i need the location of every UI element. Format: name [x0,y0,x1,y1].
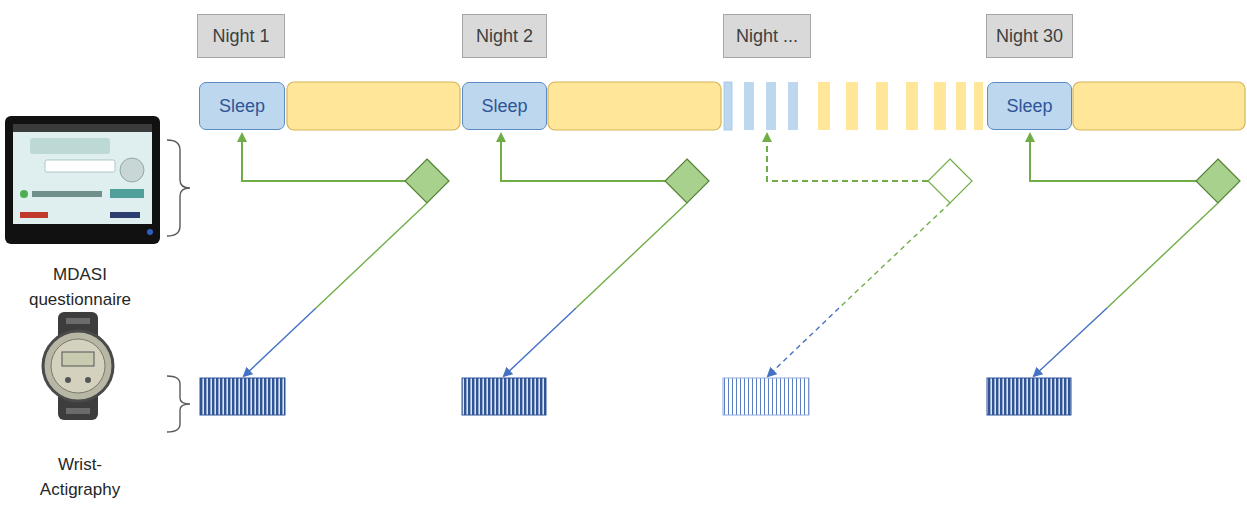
device-label: MDASI questionnaire [15,262,145,312]
ellipsis-stripes [724,82,983,130]
night-label-box: Night 1 [197,14,285,58]
watch-illustration [43,312,113,420]
node-text: Night 1 [212,26,269,47]
node-text: Night ... [736,26,798,47]
night-label-box: Night 2 [462,14,547,58]
device-label: Wrist-Actigraphy [30,452,130,502]
night-label-box: Night 30 [986,14,1073,58]
questionnaire-link [242,134,1196,181]
sleep-period-box: Sleep [987,82,1072,130]
bracket [167,140,190,432]
night-label-box: Night ... [723,14,811,58]
sleep-period-box: Sleep [462,82,547,130]
tablet-illustration [5,116,160,244]
actigraphy-record [200,378,1071,415]
questionnaire-diamond [405,159,1240,203]
sleep-period-box: Sleep [199,82,285,130]
node-text: Night 2 [476,26,533,47]
node-text: Sleep [219,96,265,117]
day-period [287,82,1245,130]
node-text: Sleep [481,96,527,117]
node-text: Sleep [1006,96,1052,117]
actigraphy-link [244,203,1218,376]
node-text: Night 30 [996,26,1063,47]
